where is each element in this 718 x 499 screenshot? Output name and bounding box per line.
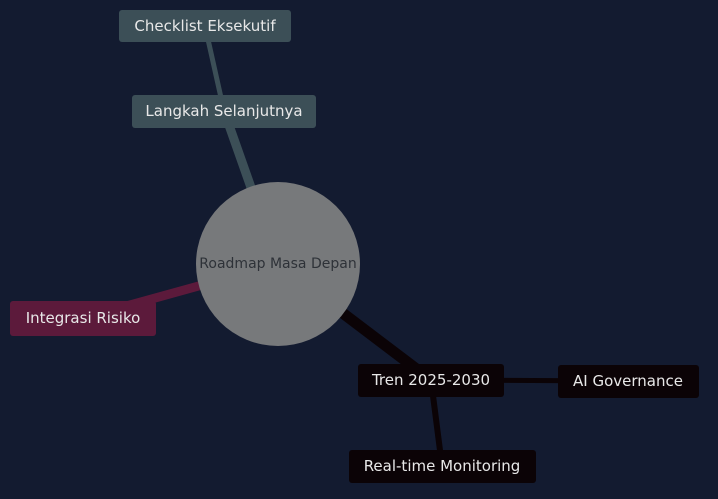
- branch-node-trends[interactable]: Tren 2025-2030: [358, 363, 504, 397]
- branch-node-next-steps[interactable]: Langkah Selanjutnya: [132, 94, 316, 128]
- leaf-node-checklist[interactable]: Checklist Eksekutif: [119, 10, 291, 42]
- branch-node-label: Tren 2025-2030: [371, 371, 491, 389]
- leaf-node-label: Checklist Eksekutif: [134, 17, 276, 35]
- root-node[interactable]: Roadmap Masa Depan: [196, 182, 360, 346]
- leaf-node-label: AI Governance: [573, 372, 683, 390]
- leaf-node-label: Real-time Monitoring: [363, 457, 521, 475]
- leaf-node-realtime-monitoring[interactable]: Real-time Monitoring: [348, 449, 536, 483]
- leaf-node-ai-governance[interactable]: AI Governance: [557, 364, 699, 398]
- branch-node-risk-integration[interactable]: Integrasi Risiko: [10, 300, 156, 336]
- branch-node-label: Integrasi Risiko: [25, 309, 141, 327]
- root-node-label: Roadmap Masa Depan: [199, 256, 357, 272]
- branch-node-label: Langkah Selanjutnya: [145, 102, 303, 120]
